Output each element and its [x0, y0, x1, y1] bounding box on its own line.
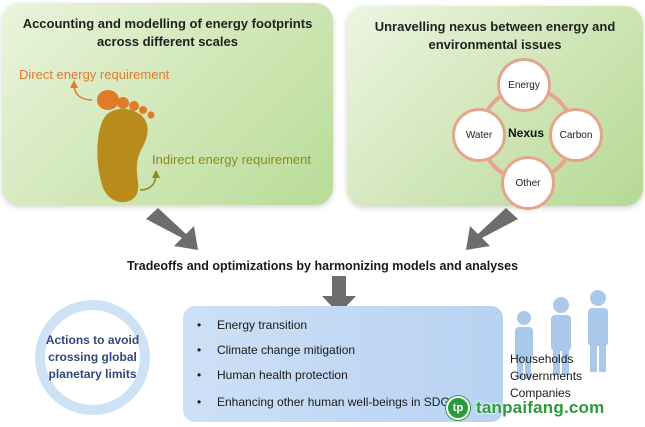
toes-icon	[97, 90, 155, 119]
indirect-arrowhead	[152, 170, 160, 178]
direct-energy-label: Direct energy requirement	[19, 67, 170, 82]
list-item: • Human health protection	[197, 368, 348, 382]
nexus-panel-title: Unravelling nexus between energy and env…	[347, 18, 643, 54]
arrow-left-down-icon	[146, 208, 198, 250]
energy-footprint-title-line1: Accounting and modelling of energy footp…	[22, 16, 313, 31]
bullet-marker: •	[197, 318, 202, 332]
arrow-down-icon	[322, 276, 356, 314]
list-item-text: Energy transition	[217, 318, 308, 332]
actions-label: Actions to avoid crossing global planeta…	[46, 332, 139, 383]
nexus-node-carbon: Carbon	[549, 108, 603, 162]
list-item-text: Human health protection	[217, 368, 348, 382]
nexus-panel-title-line1: Unravelling nexus between energy and	[374, 19, 616, 34]
stakeholder-households: Households	[510, 352, 574, 366]
energy-footprint-title-line2: across different scales	[97, 34, 238, 49]
nexus-center-label: Nexus	[508, 126, 545, 140]
energy-footprint-panel: Accounting and modelling of energy footp…	[2, 3, 333, 205]
actions-line2: crossing global	[48, 350, 137, 364]
foot-icon	[97, 108, 148, 203]
person-icon	[588, 290, 608, 372]
person-icon	[515, 311, 533, 379]
nexus-node-water: Water	[452, 108, 506, 162]
actions-line3: planetary limits	[48, 367, 137, 381]
stakeholder-governments: Governments	[510, 369, 583, 383]
nexus-panel-title-line2: environmental issues	[428, 37, 562, 52]
actions-line1: Actions to avoid	[45, 333, 140, 347]
list-item: • Enhancing other human well-beings in SD…	[197, 395, 456, 409]
watermark-text: tanpaifang.com	[476, 398, 605, 417]
list-item: • Climate change mitigation	[197, 343, 355, 357]
list-item-text: Climate change mitigation	[217, 343, 356, 357]
nexus-panel: Unravelling nexus between energy and env…	[347, 6, 643, 206]
nexus-node-energy: Energy	[497, 58, 551, 112]
bullet-marker: •	[197, 343, 202, 357]
arrow-right-down-icon	[466, 208, 518, 250]
bullet-marker: •	[197, 368, 202, 382]
watermark: tp tanpaifang.com	[446, 396, 604, 420]
stakeholder-companies: Companies	[510, 386, 571, 400]
bullet-marker: •	[197, 395, 202, 409]
indirect-energy-label: Indirect energy requirement	[152, 152, 311, 167]
direct-arrowhead	[70, 80, 78, 88]
energy-footprint-title: Accounting and modelling of energy footp…	[2, 15, 333, 51]
actions-ring: Actions to avoid crossing global planeta…	[35, 300, 150, 415]
person-icon	[551, 297, 571, 375]
nexus-node-other: Other	[501, 156, 555, 210]
list-item: • Energy transition	[197, 318, 307, 332]
watermark-logo-icon: tp	[446, 396, 470, 420]
list-item-text: Enhancing other human well-beings in SDG…	[217, 395, 456, 409]
tradeoffs-heading: Tradeoffs and optimizations by harmonizi…	[126, 259, 519, 273]
